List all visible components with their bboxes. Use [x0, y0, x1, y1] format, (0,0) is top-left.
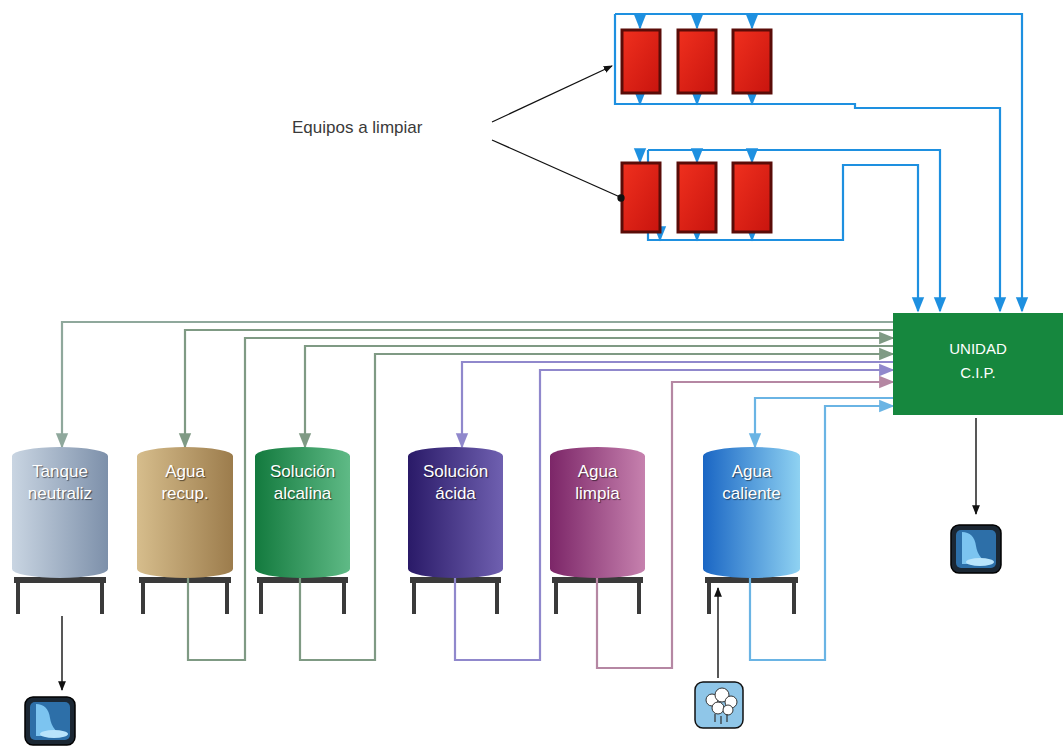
node-label: UNIDAD C.I.P. [940, 337, 1016, 385]
tank-leg [342, 582, 346, 614]
tank-leg [141, 582, 145, 614]
pipe-connector [62, 322, 893, 447]
node-label: Agua limpia [554, 461, 641, 505]
tank: Solución alcalina [255, 447, 350, 578]
tank: Agua recup. [137, 447, 233, 578]
tank: Tanque neutraliz [12, 447, 108, 578]
tank: Agua caliente [703, 447, 800, 578]
equipment-box [622, 163, 771, 232]
pipe-connector [188, 338, 893, 660]
flow-arrow [62, 418, 976, 690]
tank-leg [637, 582, 641, 614]
node-label: Agua recup. [141, 461, 229, 505]
tank: Solución ácida [408, 447, 503, 578]
steam-icon [695, 682, 743, 728]
tank-leg [554, 582, 558, 614]
pipe-connector [462, 362, 893, 447]
control-unit: UNIDAD C.I.P. [893, 313, 1063, 415]
tank-leg [792, 582, 796, 614]
node-label: Tanque neutraliz [16, 461, 104, 505]
equipment-group [640, 150, 940, 311]
pipe-connector [305, 346, 893, 447]
node-label: Solución alcalina [259, 461, 346, 505]
drain-icon [951, 525, 1001, 573]
tank-leg [100, 582, 104, 614]
tank: Agua limpia [550, 447, 645, 578]
tank-legs [14, 577, 798, 614]
leader-line [492, 66, 624, 201]
equipment-box [622, 30, 771, 93]
equipment-group [615, 14, 1022, 311]
tank-leg [225, 582, 229, 614]
node-label: Agua caliente [707, 461, 796, 505]
tank-leg [412, 582, 416, 614]
tank-leg [707, 582, 711, 614]
callout-label: Equipos a limpiar [292, 118, 422, 138]
pipe-connector [455, 370, 893, 660]
tank-leg [495, 582, 499, 614]
tank-leg [16, 582, 20, 614]
tank-leg [259, 582, 263, 614]
node-label: Solución ácida [412, 461, 499, 505]
drain-icon [25, 697, 75, 745]
